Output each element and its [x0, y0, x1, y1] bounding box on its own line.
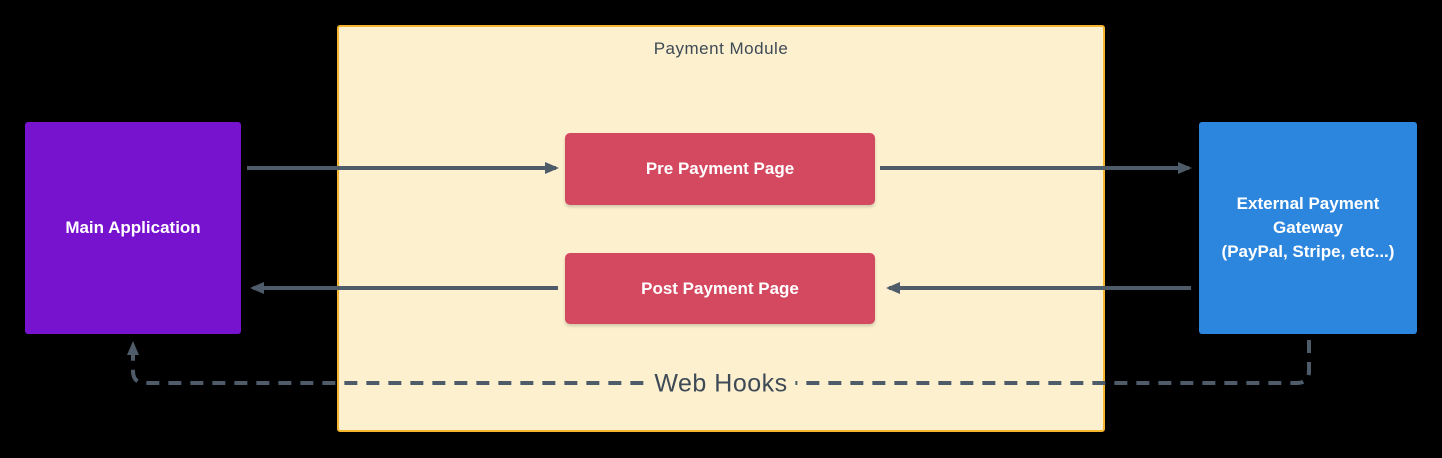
pre-payment-page-box: Pre Payment Page — [565, 133, 875, 205]
webhooks-edge-label: Web Hooks — [646, 368, 796, 400]
gateway-label-line1: External Payment Gateway — [1236, 194, 1380, 237]
post-payment-page-label: Post Payment Page — [641, 278, 799, 298]
payment-module-title: Payment Module — [653, 39, 789, 58]
main-application-label: Main Application — [65, 218, 201, 237]
gateway-label-line2: (PayPal, Stripe, etc...) — [1221, 242, 1395, 261]
pre-payment-page-label: Pre Payment Page — [645, 159, 795, 178]
external-payment-gateway-box: External Payment Gateway (PayPal, Stripe… — [1199, 122, 1417, 334]
main-application-box: Main Application — [25, 122, 241, 334]
post-payment-page-box: Post Payment Page — [565, 253, 875, 324]
